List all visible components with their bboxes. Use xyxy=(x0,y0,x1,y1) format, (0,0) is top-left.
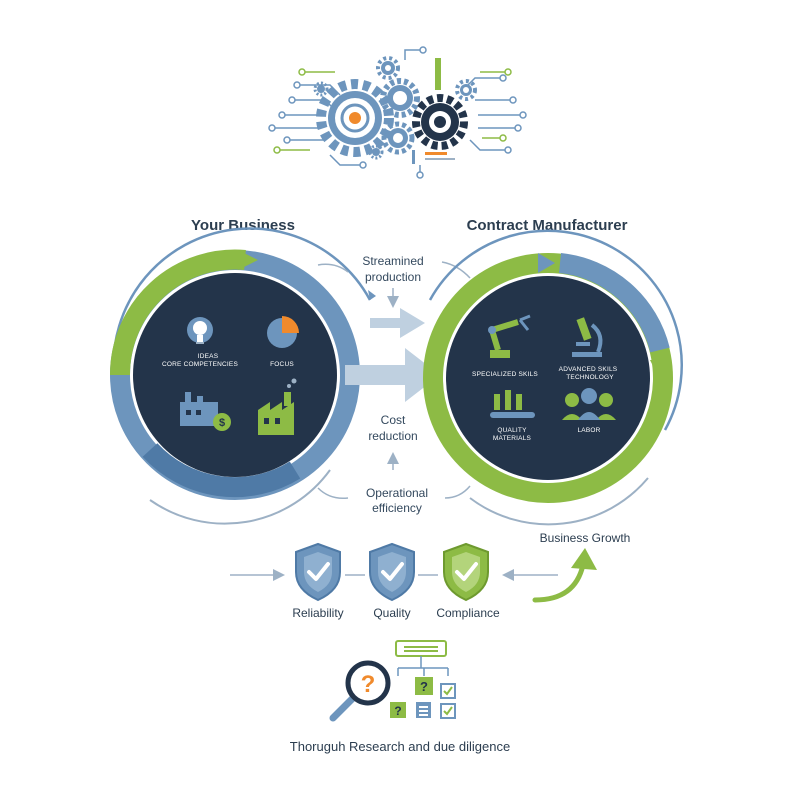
lightbulb-icon xyxy=(187,317,213,344)
core-competencies-label: CORE COMPETENCIES xyxy=(162,361,238,368)
pie-chart-icon xyxy=(267,316,299,348)
magnifier-question-icon: ? xyxy=(329,660,391,722)
efficiency-line1: Operational xyxy=(366,486,428,500)
factory-icon xyxy=(258,378,297,435)
shield-check-icon-compliance xyxy=(443,542,489,602)
focus-label: FOCUS xyxy=(270,361,294,368)
advanced-skills-label: ADVANCED SKILS xyxy=(559,366,618,373)
reliability-label: Reliability xyxy=(292,606,343,620)
checkbox-icon xyxy=(440,683,456,699)
robot-arm-icon xyxy=(488,314,531,358)
research-caption: Thoruguh Research and due diligence xyxy=(290,739,510,754)
cost-line2: reduction xyxy=(368,429,417,443)
question-box-icon: ? xyxy=(415,677,433,695)
question-box-icon-2: ? xyxy=(390,702,406,718)
svg-text:$: $ xyxy=(219,417,225,429)
efficiency-line2: efficiency xyxy=(372,501,422,515)
streamlined-line2: production xyxy=(365,270,421,284)
checkbox-icon-2 xyxy=(440,703,456,719)
middle-flow: Streamined production Cost reduction Ope… xyxy=(317,254,471,515)
factory-dollar-icon: $ xyxy=(180,392,231,431)
growth-arrow-icon xyxy=(571,548,597,570)
research-graphic: ? ? ? xyxy=(329,640,456,722)
svg-text:?: ? xyxy=(394,704,401,718)
gears-circuit-graphic xyxy=(268,46,527,179)
cost-line1: Cost xyxy=(381,413,406,427)
labor-label: LABOR xyxy=(577,427,600,434)
compliance-label: Compliance xyxy=(436,606,500,620)
right-title: Contract Manufacturer xyxy=(467,217,628,234)
quality-label: Quality xyxy=(373,606,410,620)
quality-materials-line2: MATERIALS xyxy=(493,435,532,442)
shield-check-icon-reliability xyxy=(295,542,341,602)
svg-text:?: ? xyxy=(420,679,428,694)
right-manufacturer-circle: SPECIALIZED SKILS ADVANCED SKILS TECHNOL… xyxy=(423,229,684,526)
left-business-circle: IDEAS CORE COMPETENCIES FOCUS $ xyxy=(109,227,376,525)
shields-row: Reliability Quality Compliance xyxy=(230,542,558,620)
technology-label: TECHNOLOGY xyxy=(566,374,614,381)
workers-icon xyxy=(562,388,616,420)
conveyor-tubes-icon xyxy=(490,390,535,423)
svg-text:?: ? xyxy=(361,671,376,698)
shield-check-icon-quality xyxy=(369,542,415,602)
ideas-label: IDEAS xyxy=(198,353,219,360)
list-box-icon xyxy=(416,702,431,718)
specialized-skills-label: SPECIALIZED SKILS xyxy=(472,371,538,378)
large-arrow xyxy=(345,348,440,402)
quality-materials-line1: QUALITY xyxy=(497,427,527,434)
microscope-icon xyxy=(572,317,603,357)
business-growth-label: Business Growth xyxy=(540,531,631,545)
business-growth: Business Growth xyxy=(532,531,631,603)
streamlined-line1: Streamined xyxy=(362,254,423,268)
small-arrow xyxy=(370,308,425,338)
